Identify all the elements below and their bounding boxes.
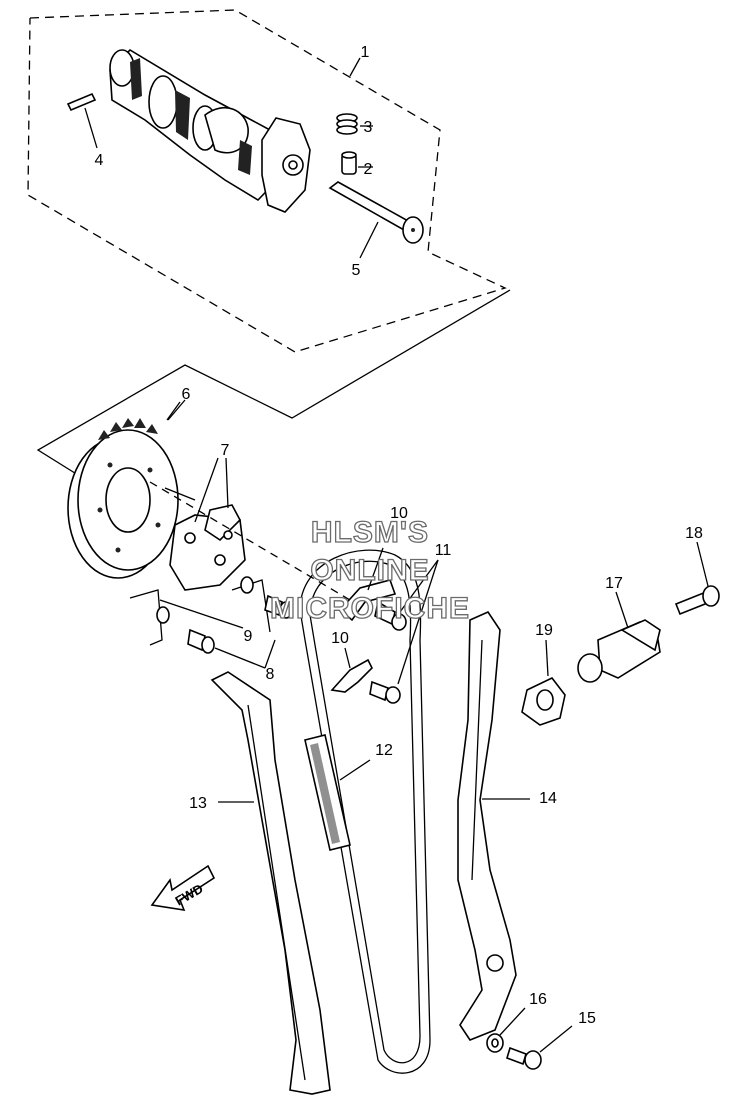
gear-group-outline: [36, 289, 511, 476]
watermark-line-3: MICROFICHE: [270, 592, 470, 625]
callout-5: 5: [352, 262, 361, 279]
decompressor-weight: [341, 151, 373, 175]
callout-14: 14: [539, 790, 557, 807]
camshaft: [109, 48, 311, 213]
chain-tensioner-guide: [210, 671, 331, 1095]
callout-12: 12: [375, 742, 393, 759]
callout-labels: 1 2 3 4 5 6 7 8 9 10 10 11 12 13 14 15 1…: [95, 44, 703, 1027]
callout-10-upper: 10: [390, 505, 408, 522]
callout-3: 3: [364, 119, 373, 136]
watermark-line-1: HLSM'S: [311, 516, 429, 549]
chain-link-detail: [304, 734, 371, 851]
callout-17: 17: [605, 575, 623, 592]
callout-13: 13: [189, 795, 207, 812]
tensioner-bolt: [674, 541, 720, 616]
decompression-spring: [336, 113, 373, 135]
guide-stopper-bolts: [369, 559, 439, 704]
dowel-pin: [66, 92, 98, 149]
guide-stopper-lower: [330, 647, 373, 693]
washer: [486, 1007, 526, 1053]
callout-15: 15: [578, 1010, 596, 1027]
chain-tensioner: [577, 591, 661, 683]
callout-4: 4: [95, 152, 104, 169]
callout-10-lower: 10: [331, 630, 349, 647]
chain-guide: [457, 610, 530, 1041]
guide-stopper-upper: [338, 547, 397, 622]
camshaft-assembly-group-outline: [27, 9, 507, 353]
callout-8: 8: [266, 666, 275, 683]
chain-guide-bolt: [506, 1025, 573, 1070]
decompressor-shaft: [328, 181, 424, 259]
callout-7: 7: [221, 442, 230, 459]
cam-sprocket-bolts: [187, 594, 293, 669]
timing-chain: [299, 549, 431, 1074]
watermark-line-2: ONLINE: [310, 554, 429, 587]
callout-1: 1: [361, 44, 370, 61]
callout-2: 2: [364, 161, 373, 178]
forward-direction-badge: FWD: [150, 864, 216, 912]
callout-16: 16: [529, 991, 547, 1008]
callout-19: 19: [535, 622, 553, 639]
decompressor-plate: [169, 457, 246, 591]
tensioner-gasket: [521, 639, 566, 726]
callout-9: 9: [244, 628, 253, 645]
callout-18: 18: [685, 525, 703, 542]
watermark: HLSM'S ONLINE MICROFICHE: [269, 515, 470, 625]
callout-11: 11: [435, 542, 452, 559]
callout-6: 6: [182, 386, 191, 403]
decompressor-springs: [129, 576, 271, 646]
cam-sprocket: [67, 401, 196, 579]
